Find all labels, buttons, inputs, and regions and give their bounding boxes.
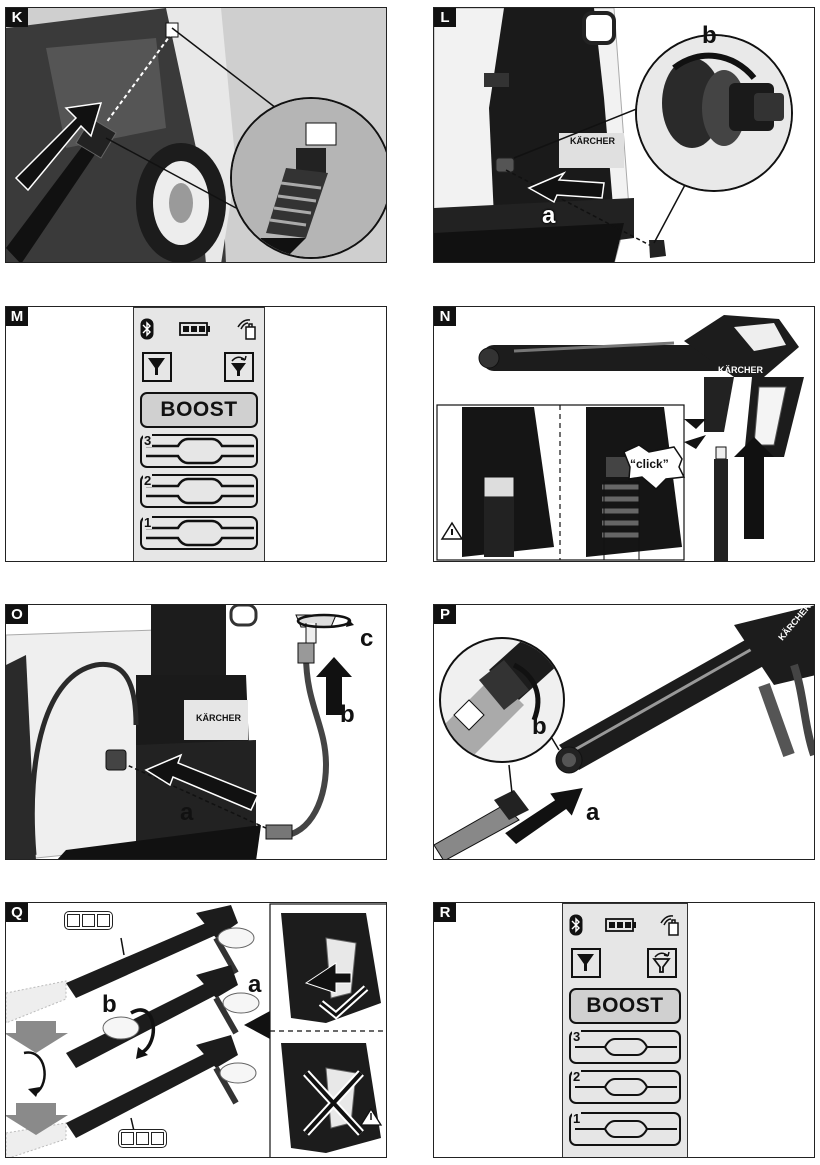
bluetooth-icon	[140, 318, 154, 340]
machine-hose-illustration	[6, 8, 386, 262]
pressure-level-icon	[575, 1078, 677, 1096]
panel-k: K	[5, 7, 387, 263]
level-number: 1	[143, 515, 153, 530]
status-bar	[140, 314, 258, 344]
filter-rinse-icon	[652, 951, 671, 973]
detergent-wireless-icon	[660, 915, 679, 936]
pressure-level-3[interactable]: 3	[140, 434, 258, 468]
pressure-level-2[interactable]: 2	[569, 1070, 681, 1104]
boost-button[interactable]: BOOST	[569, 988, 681, 1024]
filter-button[interactable]	[142, 352, 172, 382]
callout-a: a	[586, 799, 600, 826]
panel-label: Q	[6, 903, 28, 922]
connect-high-pressure-hose-illustration	[434, 8, 814, 262]
nozzle-selector-bottom	[118, 1129, 167, 1148]
pressure-level-icon	[575, 1038, 677, 1056]
pressure-level-2[interactable]: 2	[140, 474, 258, 508]
filter-icon	[151, 1132, 164, 1145]
pressure-level-1[interactable]: 1	[569, 1112, 681, 1146]
click-label: “click”	[630, 457, 669, 471]
panel-label: N	[434, 307, 456, 326]
detergent-wireless-icon	[237, 319, 256, 340]
filter-icon	[121, 1132, 134, 1145]
nozzle-adjust-illustration	[6, 903, 386, 1157]
panel-label: P	[434, 605, 456, 624]
callout-a: a	[248, 971, 262, 998]
callout-b: b	[102, 991, 117, 1018]
control-display: BOOST 3 2 1	[562, 903, 688, 1157]
level-number: 1	[572, 1111, 582, 1126]
panel-m: M BOOST	[5, 306, 387, 562]
filter-icon	[577, 954, 594, 971]
filter-button[interactable]	[571, 948, 601, 978]
level-number: 2	[572, 1069, 582, 1084]
pressure-level-icon	[575, 1120, 677, 1138]
pressure-level-1[interactable]: 1	[140, 516, 258, 550]
level-number: 2	[143, 473, 153, 488]
pressure-level-icon	[146, 437, 254, 465]
panel-label: R	[434, 903, 456, 922]
level-number: 3	[143, 433, 153, 448]
filter-rinse-button[interactable]	[647, 948, 677, 978]
panel-label: K	[6, 8, 28, 27]
brand-logo: KÄRCHER	[196, 713, 241, 723]
brand-logo: KÄRCHER	[718, 365, 763, 375]
panel-n: N KÄRCHER “click”	[433, 306, 815, 562]
panel-p: P b a KÄRCHER	[433, 604, 815, 860]
panel-label: O	[6, 605, 28, 624]
bluetooth-icon	[569, 914, 583, 936]
panel-label: L	[434, 8, 456, 27]
callout-c: c	[360, 625, 374, 652]
callout-a: a	[180, 799, 194, 826]
brand-logo: KÄRCHER	[570, 136, 615, 146]
panel-o: O c b a KÄRCHER	[5, 604, 387, 860]
pressure-level-icon	[146, 519, 254, 547]
status-bar	[569, 910, 681, 940]
filter-rinse-button[interactable]	[224, 352, 254, 382]
panel-q: Q	[5, 902, 387, 1158]
level-number: 3	[572, 1029, 582, 1044]
callout-b: b	[532, 713, 547, 740]
callout-b: b	[702, 22, 717, 49]
panel-l: L b a KÄRCHER	[433, 7, 815, 263]
panel-r: R BOOST	[433, 902, 815, 1158]
control-display: BOOST 3 2 1	[133, 307, 265, 561]
callout-b: b	[340, 701, 355, 728]
battery-icon	[179, 322, 210, 336]
filter-rinse-icon	[231, 355, 247, 376]
nozzle-selector-top	[64, 911, 113, 930]
connect-water-supply-illustration	[6, 605, 386, 859]
filter-icon	[82, 914, 95, 927]
filter-icon	[67, 914, 80, 927]
battery-icon	[605, 918, 636, 932]
attach-spray-lance-illustration	[434, 605, 814, 859]
trigger-gun-connect-illustration	[434, 307, 814, 561]
pressure-level-3[interactable]: 3	[569, 1030, 681, 1064]
panel-label: M	[6, 307, 28, 326]
filter-icon	[136, 1132, 149, 1145]
callout-a: a	[542, 202, 556, 229]
filter-icon	[97, 914, 110, 927]
boost-button[interactable]: BOOST	[140, 392, 258, 428]
filter-icon	[148, 358, 165, 375]
pressure-level-icon	[146, 477, 254, 505]
